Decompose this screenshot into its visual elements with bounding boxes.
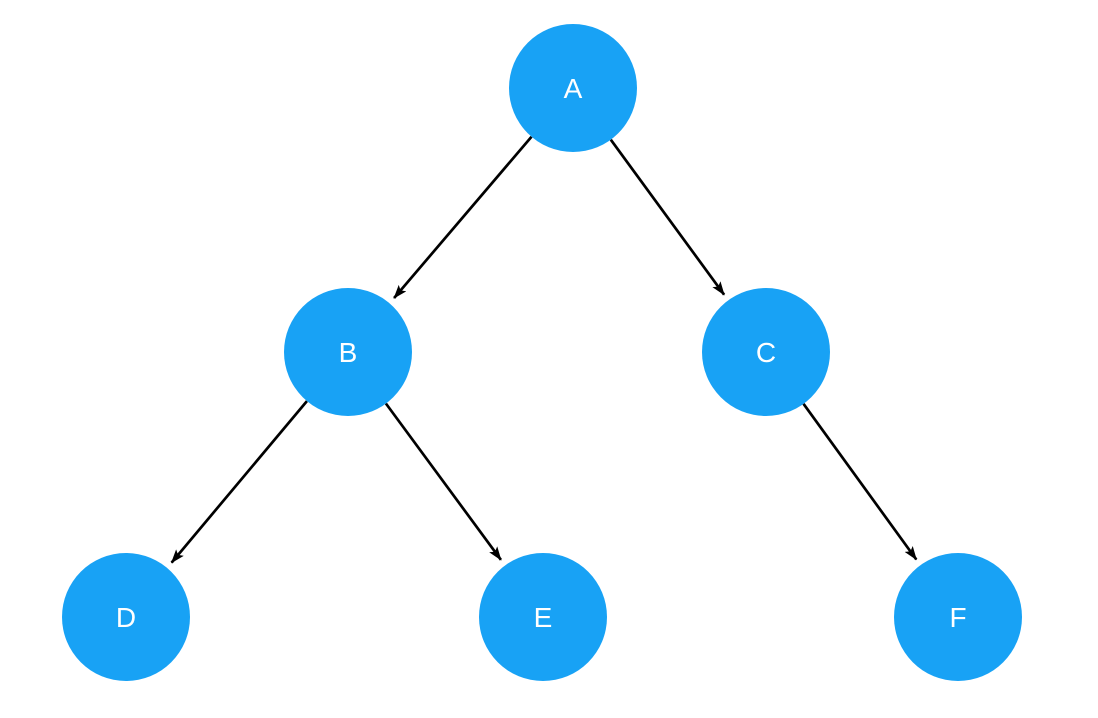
node-circle-D — [62, 553, 190, 681]
edge-A-B — [393, 135, 533, 299]
tree-node-F: F — [894, 553, 1022, 681]
node-label-E: E — [534, 602, 553, 633]
node-circle-B — [284, 288, 412, 416]
node-circle-A — [509, 24, 637, 152]
edge-C-F — [802, 403, 918, 561]
node-label-F: F — [949, 602, 966, 633]
edge-B-D — [170, 400, 308, 564]
node-label-A: A — [564, 73, 583, 104]
node-label-C: C — [756, 337, 776, 368]
node-circle-F — [894, 553, 1022, 681]
node-label-B: B — [339, 337, 358, 368]
node-circle-E — [479, 553, 607, 681]
node-circle-C — [702, 288, 830, 416]
tree-node-E: E — [479, 553, 607, 681]
tree-node-B: B — [284, 288, 412, 416]
tree-node-D: D — [62, 553, 190, 681]
node-label-D: D — [116, 602, 136, 633]
edge-B-E — [384, 402, 502, 561]
edge-A-C — [609, 138, 726, 296]
tree-node-A: A — [509, 24, 637, 152]
tree-node-C: C — [702, 288, 830, 416]
